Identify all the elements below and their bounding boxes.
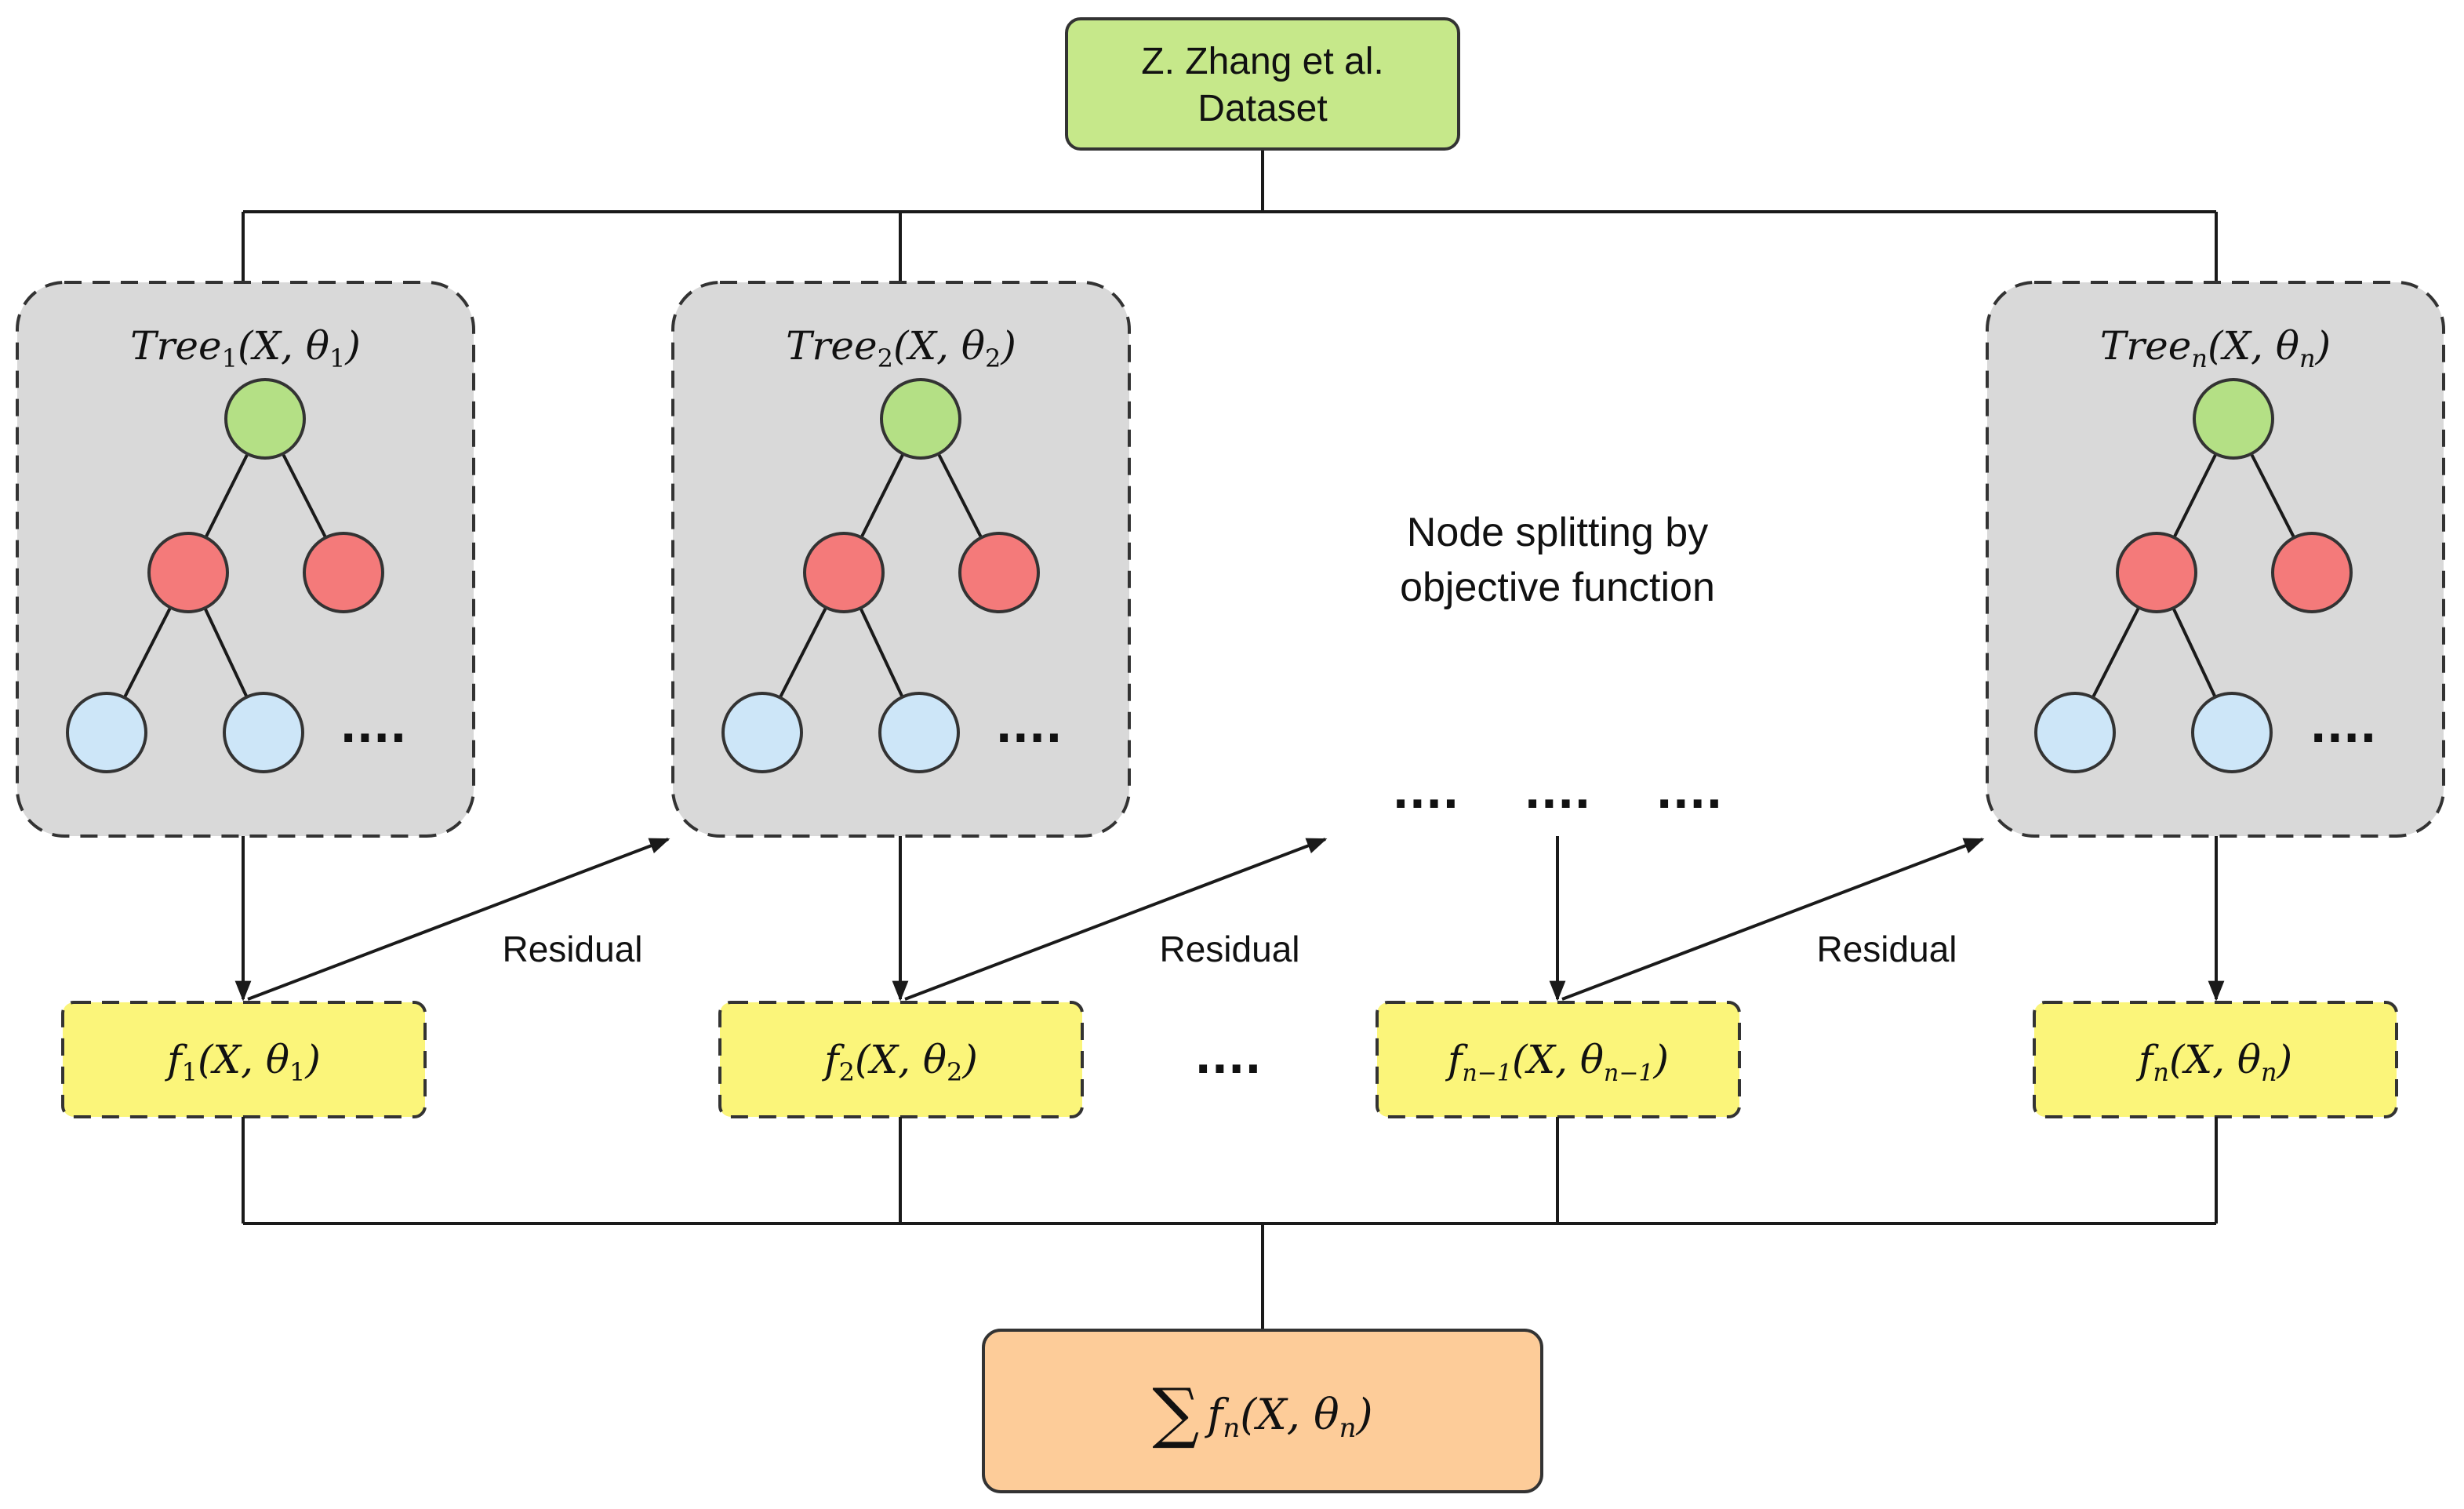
bottom-connectors [242, 1117, 2218, 1330]
tree-n-red-node-right [2271, 532, 2353, 613]
dataset-box: Z. Zhang et al. Dataset [1065, 17, 1460, 151]
tree-n-blue-node-right [2191, 692, 2273, 773]
tree-1-red-node-left [147, 532, 229, 613]
residual-label-2: Residual [1160, 929, 1300, 969]
residual-label-1: Residual [503, 929, 643, 969]
tree-n-root-node [2193, 378, 2274, 460]
tree-n-label: Treen(X, θn) [2100, 323, 2331, 373]
node-splitting-line2: objective function [1400, 565, 1715, 610]
top-connectors [242, 149, 2218, 282]
residual-arrow-2 [904, 838, 1328, 1001]
residual-label-3: Residual [1817, 929, 1957, 969]
dataset-title-line2: Dataset [1197, 88, 1327, 129]
tree-1-blue-node-right [223, 692, 304, 773]
tree-2-label: Tree2(X, θ2) [786, 323, 1016, 373]
tree-2-red-node-right [958, 532, 1040, 613]
node-splitting-label: Node splitting by objective function [1400, 510, 1715, 610]
tree-2-red-node-left [803, 532, 885, 613]
residual-arrows [247, 838, 1985, 1001]
tree-2-root-node [880, 378, 961, 460]
tree-1-label: Tree1(X, θ1) [130, 323, 361, 373]
sum-box: ∑fn(X, θn) [982, 1329, 1543, 1493]
tree-1-root-node [224, 378, 306, 460]
middle-ellipsis-1: .... [1392, 768, 1459, 819]
tree-n-blue-node-left [2034, 692, 2116, 773]
sum-formula: ∑fn(X, θn) [1152, 1374, 1372, 1451]
middle-ellipsis-3: .... [1655, 768, 1722, 819]
tree-to-function-arrows [234, 836, 2225, 1002]
middle-ellipses: .... .... .... [1392, 768, 1722, 819]
tree-2-blue-node-left [721, 692, 803, 773]
tree-panel-2: Tree2(X, θ2) .... [671, 281, 1131, 838]
middle-ellipsis-2: .... [1524, 768, 1590, 819]
function-box-1: f1(X, θ1) [61, 1001, 427, 1118]
function-box-2: f2(X, θ2) [718, 1001, 1084, 1118]
tree-2-blue-node-right [878, 692, 960, 773]
tree-n-ellipsis: .... [2310, 702, 2376, 753]
function-2-label: f2(X, θ2) [821, 1037, 978, 1087]
function-box-n: fn(X, θn) [2033, 1001, 2398, 1118]
node-splitting-line1: Node splitting by [1407, 510, 1708, 555]
tree-1-blue-node-left [66, 692, 147, 773]
tree-panel-n: Treen(X, θn) .... [1986, 281, 2445, 838]
tree-1-red-node-right [303, 532, 384, 613]
function-ellipsis: .... [1194, 1033, 1261, 1084]
tree-1-ellipsis: .... [340, 702, 406, 753]
residual-arrow-1 [247, 838, 671, 1001]
tree-2-ellipsis: .... [995, 702, 1062, 753]
dataset-title-line1: Z. Zhang et al. [1141, 41, 1384, 82]
tree-n-red-node-left [2116, 532, 2197, 613]
function-n-label: fn(X, θn) [2135, 1037, 2292, 1087]
tree-panel-1: Tree1(X, θ1) .... [16, 281, 475, 838]
function-box-n-minus-1: fn−1(X, θn−1) [1376, 1001, 1741, 1118]
residual-arrow-3 [1561, 838, 1985, 1001]
function-1-label: f1(X, θ1) [164, 1037, 321, 1087]
